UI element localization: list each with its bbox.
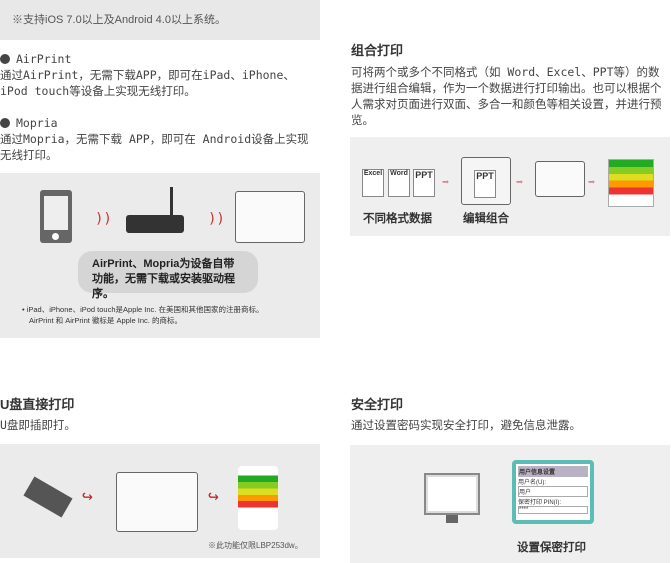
printer-icon [116, 472, 198, 532]
ppt-doc-icon: PPT [413, 169, 435, 197]
usb-drive-icon [23, 476, 73, 518]
airprint-section: AirPrint 通过AirPrint，无需下载APP，即可在iPad、iPho… [0, 51, 320, 99]
usb-figure: ↪ ↪ ※此功能仅限LBP253dw。 [0, 444, 320, 558]
dialog-title: 用户信息设置 [518, 466, 588, 477]
printer-icon [235, 191, 305, 243]
wireless-signal-icon: )) [95, 211, 112, 227]
arrow-icon: ➡ [516, 175, 524, 189]
mopria-title: Mopria [16, 116, 58, 130]
pin-field[interactable]: **** [518, 506, 588, 514]
tablet-icon [40, 190, 72, 243]
secure-caption: 设置保密打印 [517, 542, 586, 554]
arrow-icon: ➡ [588, 175, 596, 189]
arrow-icon: ➡ [442, 175, 450, 189]
airprint-title: AirPrint [16, 52, 72, 66]
secure-title: 安全打印 [351, 397, 404, 412]
wireless-signal-icon: )) [208, 211, 225, 227]
mopria-desc: 通过Mopria，无需下载 APP，即可在 Android设备上实现无线打印。 [0, 132, 309, 162]
pin-label: 保密打印 PIN(I): [518, 500, 561, 506]
usb-title: U盘直接打印 [0, 397, 75, 412]
model-note: ※此功能仅限LBP253dw。 [208, 541, 303, 550]
info-bubble: AirPrint、Mopria为设备自带功能，无需下载或安装驱动程序。 [78, 251, 258, 300]
secure-print-dialog: 用户信息设置 用户名(U): 用户 保密打印 PIN(I): **** [512, 460, 594, 524]
combined-docs-icon: PPT [461, 157, 511, 205]
label-edit: 编辑组合 [463, 213, 509, 225]
printed-page-icon [238, 466, 278, 530]
trademark-footnote: • iPad、iPhone、iPod touch是Apple Inc. 在美国和… [22, 305, 264, 325]
monitor-icon [424, 473, 480, 523]
curved-arrow-icon: ↪ [82, 486, 93, 507]
airprint-desc: 通过AirPrint，无需下载APP，即可在iPad、iPhone、iPod t… [0, 68, 295, 98]
user-field[interactable]: 用户 [518, 486, 588, 497]
bullet-icon [0, 118, 10, 128]
excel-doc-icon: Excel [362, 169, 384, 197]
secure-figure: 用户信息设置 用户名(U): 用户 保密打印 PIN(I): **** 设置保密… [350, 445, 670, 563]
combo-title: 组合打印 [351, 43, 404, 58]
system-requirement-note: ※支持iOS 7.0以上及Android 4.0以上系统。 [0, 0, 320, 40]
printer-icon [535, 161, 585, 197]
router-icon [126, 187, 184, 233]
label-formats: 不同格式数据 [363, 213, 432, 225]
combo-desc: 可将两个或多个不同格式（如 Word、Excel、PPT等）的数据进行组合编辑，… [351, 65, 662, 127]
bullet-icon [0, 54, 10, 64]
secure-desc: 通过设置密码实现安全打印，避免信息泄露。 [351, 418, 581, 432]
word-doc-icon: Word [388, 169, 410, 197]
user-label: 用户名(U): [518, 480, 546, 486]
printed-pages-icon [608, 159, 654, 207]
mopria-section: Mopria 通过Mopria，无需下载 APP，即可在 Android设备上实… [0, 115, 320, 163]
combo-figure: Excel Word PPT ➡ PPT ➡ ➡ 不同格式数据 编辑组合 [350, 137, 670, 236]
curved-arrow-icon: ↪ [208, 486, 219, 507]
usb-desc: U盘即插即打。 [0, 418, 76, 432]
wireless-figure: )) )) AirPrint、Mopria为设备自带功能，无需下载或安装驱动程序… [0, 173, 320, 338]
